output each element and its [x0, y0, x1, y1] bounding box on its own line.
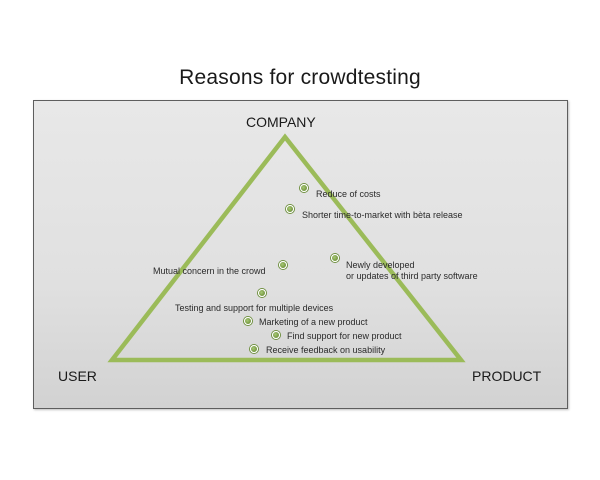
- reason-dot: [272, 331, 280, 339]
- diagram-panel: [33, 100, 568, 409]
- reason-dot: [279, 261, 287, 269]
- reason-dot: [300, 184, 308, 192]
- reason-label-newly-developed: Newly developed: [346, 260, 415, 270]
- slide-title: Reasons for crowdtesting: [179, 66, 421, 89]
- reason-label-marketing: Marketing of a new product: [259, 317, 368, 327]
- reason-label-mutual-concern: Mutual concern in the crowd: [153, 266, 266, 276]
- triangle-shape: [107, 133, 466, 363]
- reason-dot: [286, 205, 294, 213]
- reason-label-third-party-software: or updates of third party software: [346, 271, 478, 281]
- reason-label-find-support: Find support for new product: [287, 331, 402, 341]
- reason-label-feedback: Receive feedback on usability: [266, 345, 386, 355]
- reason-dot: [258, 289, 266, 297]
- corner-label-user: USER: [58, 368, 97, 384]
- corner-label-product: PRODUCT: [472, 368, 542, 384]
- reason-dot: [331, 254, 339, 262]
- reason-label-multiple-devices: Testing and support for multiple devices: [175, 303, 334, 313]
- reason-dot: [244, 317, 252, 325]
- reason-label-reduce-costs: Reduce of costs: [316, 189, 381, 199]
- reason-dot: [250, 345, 258, 353]
- reason-label-time-to-market: Shorter time-to-market with bèta release: [302, 210, 463, 220]
- corner-label-company: COMPANY: [246, 114, 316, 130]
